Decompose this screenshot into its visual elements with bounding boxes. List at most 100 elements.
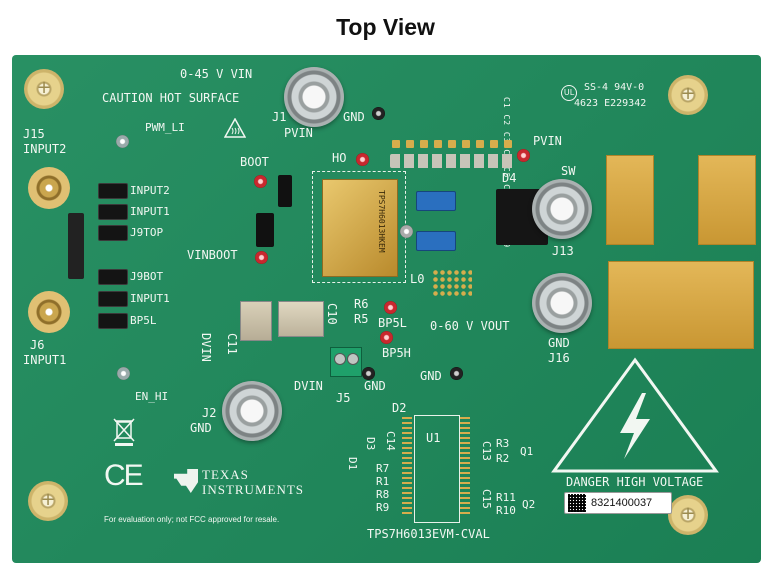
gnd-top-label: GND [343, 110, 365, 124]
jumper-input2 [98, 183, 128, 199]
pcb-board: 0-45 V VIN CAUTION HOT SURFACE PWM_LI J1… [12, 55, 761, 563]
d2-label: D2 [392, 401, 407, 415]
vin-range-label: 0-45 V VIN [180, 67, 253, 81]
ul-mark-label: SS-4 94V-0 [584, 82, 645, 93]
d3-label: D3 [364, 437, 377, 451]
gnd-terminal-j2 [222, 381, 282, 441]
boot-test-point [254, 175, 267, 188]
pvin-terminal-j1 [284, 67, 344, 127]
input1-jumper-bottom-label: INPUT1 [130, 292, 170, 305]
gnd-terminal-j16 [532, 273, 592, 333]
j15-label: J15 [23, 127, 45, 141]
caution-label: CAUTION HOT SURFACE [102, 91, 240, 105]
pwm-li-connector [116, 135, 129, 148]
input2-port-label: INPUT2 [23, 142, 67, 156]
sw-label: SW [561, 164, 576, 178]
gnd-j16-label: GND [548, 336, 570, 350]
pin-header [68, 213, 84, 279]
r6-label: R6 [354, 297, 369, 311]
dvin-j5-label: DVIN [294, 379, 323, 393]
u1-pins [460, 417, 470, 517]
inductor-pad-grid [432, 269, 472, 297]
ul-logo-icon: UL [561, 85, 577, 101]
gnd-test-point-top [372, 107, 385, 120]
pwm-li-label: PWM_LI [145, 121, 185, 134]
u1-label: U1 [426, 431, 441, 445]
capacitor-c10 [278, 301, 324, 337]
ic-outline [312, 171, 406, 283]
j9top-label: J9TOP [130, 226, 164, 239]
pvin-j1-label: PVIN [284, 126, 313, 140]
l0-label: L0 [410, 272, 425, 286]
r9-label: R9 [376, 501, 390, 514]
board-name-label: TPS7H6013EVM-CVAL [367, 527, 490, 541]
danger-label: DANGER HIGH VOLTAGE [566, 475, 704, 489]
j5-label: J5 [336, 391, 351, 405]
pvin-test-point [517, 149, 530, 162]
r1-label: R1 [376, 475, 390, 488]
vinboot-label: VINBOOT [187, 248, 238, 262]
mounting-hole-icon [28, 481, 68, 521]
ti-logo-icon [174, 469, 198, 493]
gnd-mid-label: GND [420, 369, 442, 383]
cap-row [390, 140, 518, 170]
j9bot-label: J9BOT [130, 270, 164, 283]
bp5l-right-label: BP5L [378, 316, 407, 330]
d1-label: D1 [346, 457, 359, 471]
boot-diode [278, 175, 292, 207]
u1-pins-left [402, 417, 412, 517]
sw-terminal-j13 [532, 179, 592, 239]
sma-connector-j15 [28, 167, 70, 209]
r5-label: R5 [354, 312, 369, 326]
gnd-test-point-mid [450, 367, 463, 380]
jumper-j9bot [98, 269, 128, 285]
c13-label: C13 [480, 441, 493, 461]
j1-label: J1 [272, 110, 287, 124]
r11-label: R11 [496, 491, 516, 504]
q1-label: Q1 [520, 445, 534, 458]
r10-label: R10 [496, 504, 516, 517]
capacitor-c11 [240, 301, 272, 341]
output-capacitor-1 [416, 191, 456, 211]
mounting-hole-icon [668, 495, 708, 535]
bp5l-left-label: BP5L [130, 314, 157, 327]
serial-label-sticker: 8321400037 [564, 492, 672, 514]
copper-pad-1 [606, 155, 654, 245]
terminal-block-j5 [330, 347, 362, 377]
gnd-j5-label: GND [364, 379, 386, 393]
q2-label: Q2 [522, 498, 536, 511]
input1-jumper-top-label: INPUT1 [130, 205, 170, 218]
page-title: Top View [336, 14, 435, 40]
mounting-hole-icon [668, 75, 708, 115]
input1-port-label: INPUT1 [23, 353, 67, 367]
copper-pad-3 [608, 261, 754, 349]
bp5h-test-point [380, 331, 393, 344]
r7-label: R7 [376, 462, 390, 475]
output-capacitor-2 [416, 231, 456, 251]
pvin-right-label: PVIN [533, 134, 562, 148]
bp5l-test-point [384, 301, 397, 314]
qr-code-icon [568, 494, 586, 512]
jumper-input1-bottom [98, 291, 128, 307]
c11-label: C11 [225, 333, 239, 355]
serial-number: 8321400037 [591, 497, 653, 509]
r8-label: R8 [376, 488, 390, 501]
sma-connector-j6 [28, 291, 70, 333]
jumper-input1-top [98, 204, 128, 220]
main-gan-fet-ic: TPS7H6013HKEM [322, 179, 398, 277]
r2-label: R2 [496, 452, 510, 465]
mounting-hole-icon [24, 69, 64, 109]
gnd-test-point-j5 [362, 367, 375, 380]
jumper-j9top [98, 225, 128, 241]
vinboot-test-point [255, 251, 268, 264]
ho-label: HO [332, 151, 347, 165]
c10-label: C10 [325, 303, 339, 325]
vinboot-capacitor [256, 213, 274, 247]
c14-label: C14 [384, 431, 397, 451]
j6-label: J6 [30, 338, 45, 352]
vout-range-label: 0-60 V VOUT [430, 319, 510, 333]
eval-note: For evaluation only; not FCC approved fo… [104, 515, 280, 524]
j13-label: J13 [552, 244, 574, 258]
weee-bin-icon [112, 417, 136, 447]
c15-label: C15 [480, 489, 493, 509]
